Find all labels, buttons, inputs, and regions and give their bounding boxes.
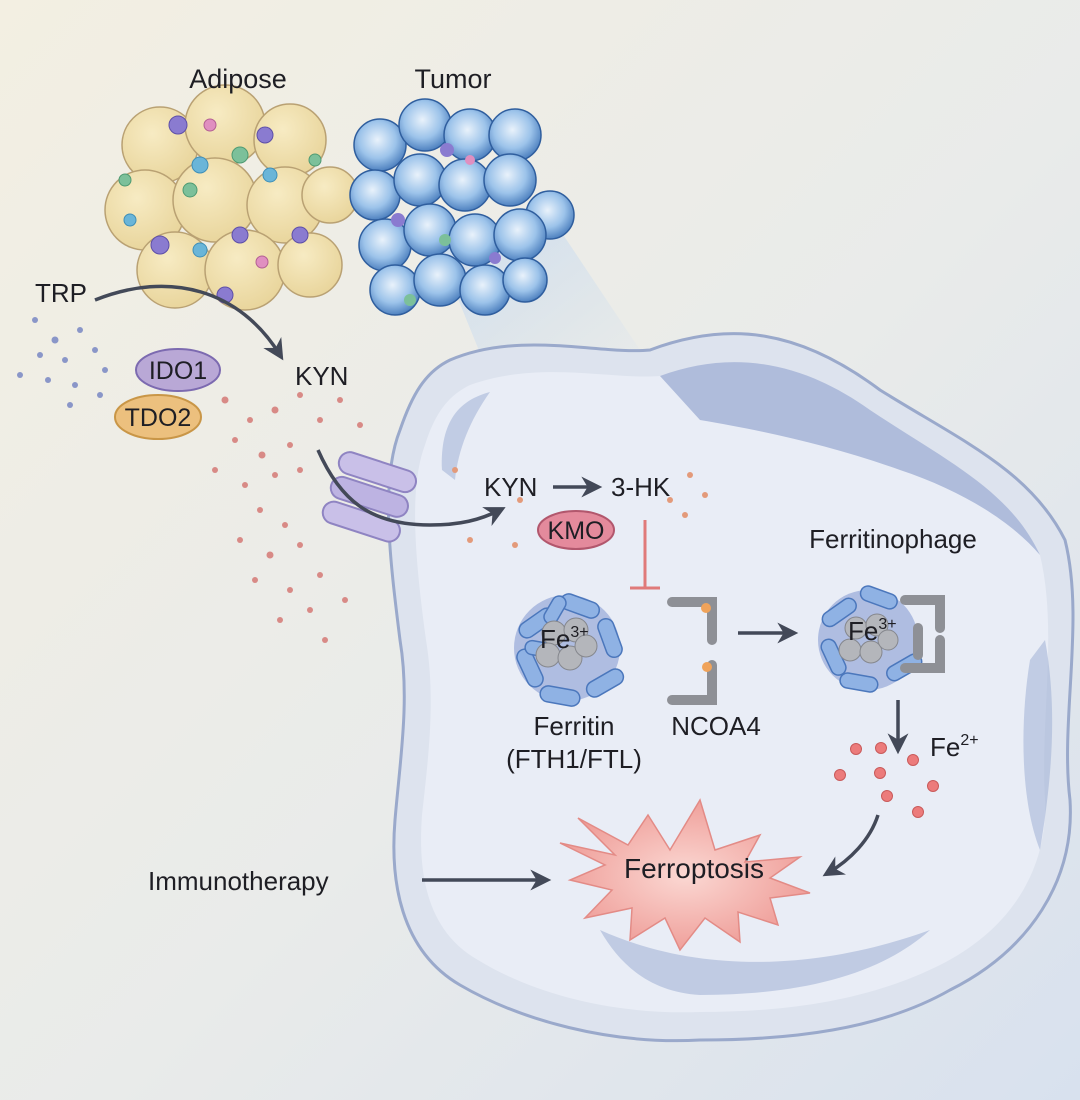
- ido1-label: IDO1: [149, 357, 207, 385]
- membrane-fold-bottom: [600, 930, 930, 995]
- ido1-enzyme: [135, 348, 221, 392]
- ferritin-subunits-label: (FTH1/FTL): [506, 744, 642, 774]
- trp-label: TRP: [35, 278, 87, 308]
- adipose-label: Adipose: [189, 64, 287, 94]
- ferritinophage-label: Ferritinophage: [809, 524, 977, 554]
- kmo-enzyme: [537, 510, 615, 550]
- kyn-label-outside: KYN: [295, 361, 348, 391]
- tumor-label: Tumor: [414, 64, 491, 94]
- kyn-dots-inside: [452, 467, 708, 548]
- fe2-ions: [834, 742, 939, 818]
- membrane-fold-top: [660, 362, 1040, 555]
- tumor-tissue: [349, 98, 575, 316]
- ncoa4-label: NCOA4: [671, 711, 761, 741]
- fe2-to-ferroptosis-arrow: [822, 814, 880, 877]
- tdo2-label: TDO2: [125, 404, 192, 432]
- kmo-label: KMO: [548, 517, 605, 545]
- ferroptosis-label: Ferroptosis: [624, 853, 764, 884]
- trp-to-kyn-arrow: [94, 284, 284, 361]
- kyn-import-arrow: [316, 449, 506, 527]
- ferritin-label: Ferritin: [534, 711, 615, 741]
- ferritin-complex: [514, 593, 625, 707]
- 3hk-label: 3-HK: [611, 472, 671, 502]
- immunotherapy-label: Immunotherapy: [148, 866, 329, 896]
- inhibition-bar: [630, 520, 660, 590]
- ferroptosis-burst: [559, 798, 811, 952]
- fe3-label-ferritin: Fe3+: [540, 624, 589, 654]
- fe3-label-ferritinophage: Fe3+: [848, 616, 897, 646]
- fe2-label: Fe2+: [930, 732, 979, 762]
- adipose-tissue: [104, 84, 359, 311]
- ferritinophage-complex: [818, 585, 945, 693]
- transporter: [321, 451, 417, 543]
- kyn-dots: [212, 392, 363, 643]
- trp-dots: [17, 317, 108, 408]
- ncoa4-protein: [667, 597, 717, 705]
- kyn-label-inside: KYN: [484, 472, 537, 502]
- tdo2-enzyme: [114, 394, 202, 440]
